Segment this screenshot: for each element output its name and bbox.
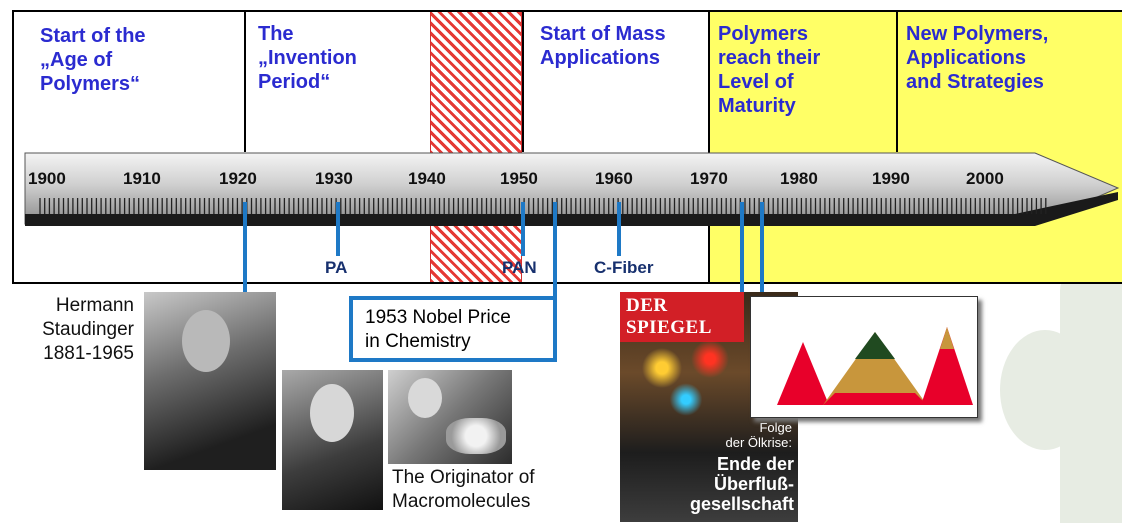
era-title-invention-period: The „Invention Period“ xyxy=(258,23,357,93)
magazine-city-lights xyxy=(626,332,746,422)
face-shape xyxy=(408,378,442,418)
era-title-maturity: Polymers reach their Level of Maturity xyxy=(718,23,821,117)
nobel-prize-box: 1953 Nobel Price in Chemistry xyxy=(349,296,557,362)
connector-c-fiber xyxy=(617,202,621,256)
year-label: 1980 xyxy=(780,169,818,188)
year-label: 1930 xyxy=(315,169,353,188)
pyramid-left xyxy=(777,342,829,405)
marker-pa: PA xyxy=(325,258,348,277)
background-watermark xyxy=(1000,330,1090,450)
era-title-age-of-polymers: Start of the „Age of Polymers“ xyxy=(40,25,146,95)
timeline-arrow-shadow xyxy=(25,192,1118,226)
molecule-model-shape xyxy=(446,418,506,454)
magazine-subtitle: Folge der Ölkrise: xyxy=(725,420,792,450)
year-label: 1900 xyxy=(28,169,66,188)
staudinger-caption: Hermann Staudinger 1881-1965 xyxy=(42,295,134,364)
connector-staudinger xyxy=(243,202,247,294)
connector-pan xyxy=(521,202,525,256)
year-label: 1940 xyxy=(408,169,446,188)
magazine-headline: Ende der Überfluß- gesellschaft xyxy=(689,454,794,514)
war-period-hatch xyxy=(430,10,522,284)
era-band-maturity xyxy=(710,10,1122,284)
pyramid-right-top xyxy=(940,327,954,349)
connector-spiegel xyxy=(740,202,744,294)
pyramid-graphic xyxy=(777,327,973,405)
staudinger-portrait-photo xyxy=(144,292,276,470)
era-divider xyxy=(708,10,710,284)
era-divider xyxy=(522,10,524,152)
era-divider xyxy=(244,10,246,152)
era-title-mass-applications: Start of Mass Applications xyxy=(540,23,666,69)
connector-chart xyxy=(760,202,764,294)
pyramid-center xyxy=(823,332,927,405)
year-label: 1970 xyxy=(690,169,728,188)
year-label: 1960 xyxy=(595,169,633,188)
year-label: 2000 xyxy=(966,169,1004,188)
era-divider xyxy=(896,10,898,152)
market-pyramid-chart xyxy=(750,296,978,418)
originator-caption: The Originator of Macromolecules xyxy=(392,467,535,512)
year-label: 1910 xyxy=(123,169,161,188)
pyramid-right xyxy=(921,327,973,405)
marker-c-fiber: C-Fiber xyxy=(594,258,654,277)
era-band-1 xyxy=(12,10,430,284)
staudinger-model-photo xyxy=(388,370,512,464)
marker-pan: PAN xyxy=(502,258,537,277)
connector-pa xyxy=(336,202,340,256)
year-label: 1950 xyxy=(500,169,538,188)
year-label: 1990 xyxy=(872,169,910,188)
face-shape xyxy=(310,384,354,442)
face-shape xyxy=(182,310,230,372)
pyramid-center-top xyxy=(855,332,895,359)
timeline-ticks xyxy=(39,198,1047,214)
era-title-new-polymers: New Polymers, Applications and Strategie… xyxy=(906,23,1049,93)
timeline-frame xyxy=(12,10,1122,284)
connector-nobel xyxy=(553,202,557,302)
staudinger-older-photo xyxy=(282,370,383,510)
year-label: 1920 xyxy=(219,169,257,188)
pyramid-center-bottom xyxy=(823,393,927,405)
